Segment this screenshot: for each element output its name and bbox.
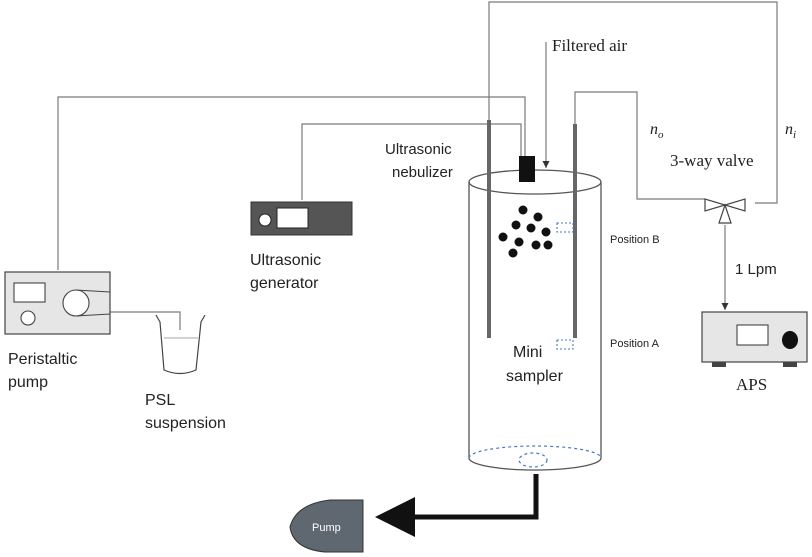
pump-label: Pump [312, 522, 341, 534]
pump-shape [289, 499, 364, 553]
ultrasonic-nebulizer-label-line1: Ultrasonic [385, 141, 452, 158]
ultrasonic-generator-label-line2: generator [250, 275, 319, 292]
flow-rate-label: 1 Lpm [735, 261, 777, 278]
exhaust-line [375, 474, 539, 537]
generator-cable [301, 123, 522, 200]
tubing-lines [57, 1, 778, 330]
no-line [574, 91, 705, 200]
peristaltic-pump-label-line2: pump [8, 374, 48, 391]
three-way-valve-label: 3-way valve [670, 151, 754, 170]
chamber-bottom-front [468, 457, 602, 471]
three-way-valve [704, 198, 746, 224]
chamber-cylinder [468, 120, 602, 471]
mini-sampler-label-line2: sampler [506, 368, 564, 385]
chamber-bottom-back [468, 445, 602, 459]
ultrasonic-nebulizer-label-line2: nebulizer [392, 164, 453, 181]
feed-tube [57, 96, 526, 270]
psl-suspension-label-line1: PSL [145, 392, 175, 409]
mini-sampler-a [556, 339, 574, 350]
ultrasonic-generator [250, 201, 353, 236]
psl-tube [110, 311, 181, 330]
position-a-label: Position A [610, 338, 660, 350]
mini-sampler-b [556, 222, 574, 233]
ultrasonic-generator-label-line1: Ultrasonic [250, 252, 321, 269]
n-o-label: no [650, 121, 664, 141]
nebulizer-block [519, 156, 535, 182]
mini-sampler-label-line1: Mini [513, 344, 542, 361]
aps-instrument [701, 311, 808, 367]
psl-suspension-label-line2: suspension [145, 415, 226, 432]
ni-line [488, 1, 778, 204]
position-b-label: Position B [610, 234, 660, 246]
inlet-tube-left [487, 120, 491, 338]
aerosol-particles [498, 205, 553, 258]
peristaltic-pump-label-line1: Peristaltic [8, 351, 77, 368]
peristaltic-pump [4, 271, 111, 335]
psl-beaker [155, 314, 206, 375]
inlet-tube-right [573, 124, 577, 338]
labels: Filtered air no ni 3-way valve Ultrasoni… [8, 36, 796, 534]
filtered-air-label: Filtered air [552, 36, 627, 55]
n-i-label: ni [785, 121, 796, 141]
aps-label: APS [736, 375, 767, 394]
exhaust-pump [289, 474, 539, 553]
chamber-drain [518, 452, 548, 468]
